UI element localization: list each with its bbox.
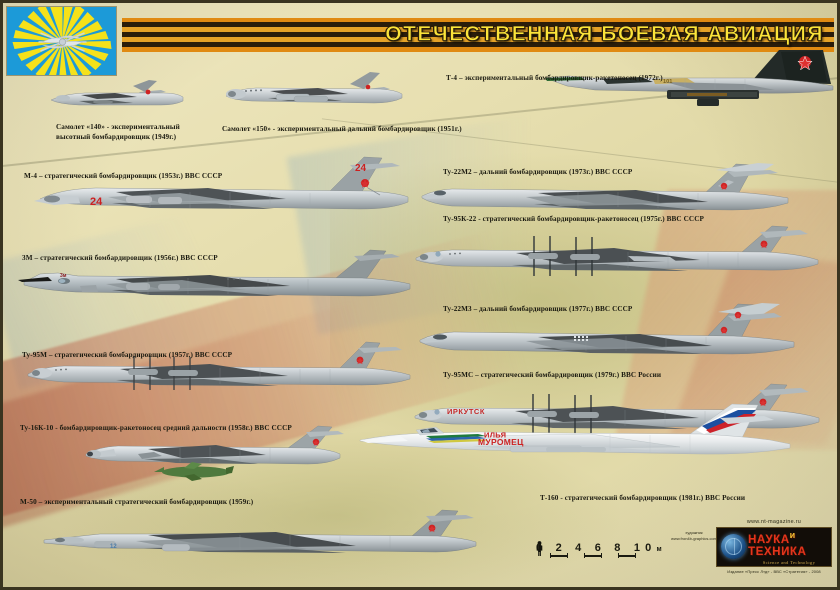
title-ribbon: ОТЕЧЕСТВЕННАЯ БОЕВАЯ АВИАЦИЯ — [122, 18, 834, 52]
aircraft-tu-22m3 — [416, 300, 816, 366]
aircraft-tu-22m2 — [418, 160, 808, 222]
caption-m-50: М-50 – экспериментальный стратегический … — [20, 498, 254, 506]
aircraft-t-4: 101 — [544, 48, 835, 116]
svg-text:12: 12 — [110, 544, 117, 550]
aircraft-tu-16k-10 — [80, 424, 345, 488]
artist-credit: художник www.fron4b-graphics.com — [670, 530, 718, 541]
svg-text:ИЛЬЯ: ИЛЬЯ — [484, 431, 506, 440]
page-title: ОТЕЧЕСТВЕННАЯ БОЕВАЯ АВИАЦИЯ — [385, 22, 824, 46]
logo-line-2: ТЕХНИКА — [748, 546, 807, 559]
aircraft-m-4: 24 24 — [30, 155, 415, 223]
caption-tu-95m: Ту-95М – стратегический бомбардировщик (… — [22, 351, 233, 359]
aircraft-samolet-150 — [222, 70, 407, 118]
caption-tu-95ms: Ту-95МС – стратегический бомбардировщик … — [443, 371, 662, 379]
logo-line-1: НАУКАи — [748, 530, 796, 546]
caption-samolet-150: Самолет «150» - экспериментальный дальни… — [222, 125, 462, 133]
globe-icon — [721, 534, 746, 559]
svg-text:101: 101 — [663, 79, 672, 85]
publisher-logo[interactable]: www.nt-magazine.ru НАУКАи ТЕХНИКА Scienc… — [716, 519, 832, 579]
scale-unit: м — [656, 546, 667, 553]
russian-air-force-flag-icon — [6, 6, 117, 76]
aircraft-samolet-140 — [45, 78, 195, 120]
logo-joiner: и — [789, 530, 796, 540]
logo-plate: НАУКАи ТЕХНИКА Science and Technology — [716, 527, 832, 567]
aircraft-m-50: 12 — [40, 508, 480, 566]
svg-text:3м: 3м — [60, 273, 67, 279]
svg-text:24: 24 — [355, 163, 367, 174]
logo-wordmark: НАУКАи ТЕХНИКА Science and Technology — [748, 530, 830, 565]
caption-3m: 3М – стратегический бомбардировщик (1956… — [22, 254, 218, 262]
caption-samolet-140: Самолет «140» - экспериментальный высотн… — [56, 123, 180, 141]
scale-bar: 0 2 4 6 8 10м — [536, 541, 667, 558]
magazine-url[interactable]: www.nt-magazine.ru — [746, 519, 802, 525]
aircraft-tu-95k-22 — [408, 222, 828, 290]
caption-m-4: М-4 – стратегический бомбардировщик (195… — [24, 172, 223, 180]
caption-t-160: Т-160 - стратегический бомбардировщик (1… — [540, 494, 746, 502]
aircraft-t-160: ИЛЬЯ МУРОМЕЦ — [359, 400, 805, 475]
svg-text:МУРОМЕЦ: МУРОМЕЦ — [478, 437, 524, 447]
scale-bar-ruler — [550, 553, 642, 558]
caption-tu-16k-10: Ту-16К-10 - бомбардировщик-ракетоносец с… — [20, 424, 292, 432]
st-george-ribbon-stripes — [122, 18, 834, 52]
svg-text:24: 24 — [90, 196, 103, 208]
aircraft-3m: 3м — [18, 248, 418, 310]
publisher-credit: Издание «Пресс Лтд» - ВВС «Стратегия» - … — [727, 568, 821, 574]
aircraft-tu-95m — [20, 338, 420, 400]
caption-tu-22m2: Ту-22М2 – дальний бомбардировщик (1973г.… — [443, 168, 633, 176]
caption-tu-22m3: Ту-22М3 – дальний бомбардировщик (1977г.… — [443, 305, 633, 313]
human-figure-silhouette-icon — [536, 541, 543, 556]
scale-bar-numbers: 0 2 4 6 8 10м — [536, 542, 667, 554]
svg-text:ИРКУТСК: ИРКУТСК — [447, 407, 485, 416]
logo-subtitle: Science and Technology — [762, 559, 816, 565]
caption-tu-95k-22: Ту-95К-22 - стратегический бомбардировщи… — [443, 215, 704, 223]
caption-t-4: Т-4 – экспериментальный бомбардировщик-р… — [446, 74, 663, 82]
